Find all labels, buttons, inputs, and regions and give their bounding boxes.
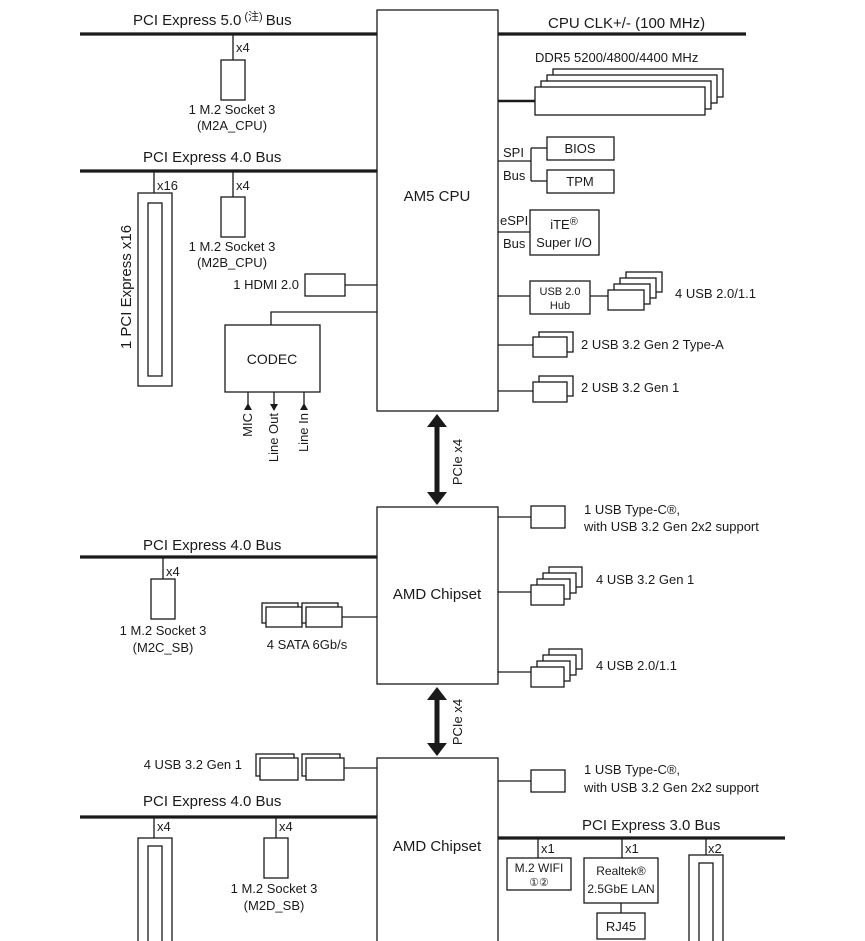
chipset1-usb2-port-stack: [530, 648, 583, 688]
m2a-lane-label: x4: [236, 40, 250, 55]
hdmi-port: [304, 273, 346, 297]
chipset1-usb3-port-stack: [530, 566, 583, 606]
mic-arrow-icon: [244, 403, 252, 410]
pcie5-bus-label: PCI Express 5.0(注)Bus: [133, 9, 292, 29]
pcie-link-2-label: PCIe x4: [450, 699, 465, 745]
rj45-port: [596, 912, 646, 940]
chipset2-typec-label-1: 1 USB Type-C®,: [584, 762, 680, 777]
ddr5-dimm-stack: [534, 68, 724, 116]
m2-wifi-slot: [506, 857, 572, 891]
cpu-gen1-label: 2 USB 3.2 Gen 1: [581, 380, 679, 395]
m2b-label-1: 1 M.2 Socket 3: [189, 239, 276, 254]
rj45-label: RJ45: [606, 919, 636, 934]
codec-link: [270, 311, 377, 325]
tpm-label: TPM: [566, 174, 593, 189]
chipset2-typec-port: [530, 769, 566, 793]
gen2a-label: 2 USB 3.2 Gen 2 Type-A: [581, 337, 724, 352]
cpu-clk-label: CPU CLK+/- (100 MHz): [548, 15, 705, 32]
m2a-label-1: 1 M.2 Socket 3: [189, 102, 276, 117]
lan-label-2: 2.5GbE LAN: [587, 882, 654, 896]
pcie-x16-label: 1 PCI Express x16: [118, 225, 135, 349]
chipset1-label: AMD Chipset: [393, 586, 482, 603]
lan-chip: [583, 857, 659, 904]
chipset2-usb3-port-group: [255, 753, 345, 781]
codec-chip: [224, 324, 321, 393]
chipset2-box: [376, 757, 499, 941]
pcie4-chipset2-bus-label: PCI Express 4.0 Bus: [143, 793, 281, 810]
lan-lane-label: x1: [625, 841, 639, 856]
m2-wifi-label: M.2 WIFI: [515, 861, 564, 875]
espi-bus-label: Bus: [503, 236, 526, 251]
espi-label: eSPI: [500, 213, 528, 228]
tpm-chip: [546, 169, 615, 194]
m2d-label-1: 1 M.2 Socket 3: [231, 881, 318, 896]
chipset1-typec-port: [530, 505, 566, 529]
gen2a-port-stack: [532, 331, 574, 358]
cpu-gen1-port-stack: [532, 375, 574, 403]
spi-bus-label: Bus: [503, 168, 526, 183]
pcie-link-1-arrow-up-icon: [427, 414, 447, 427]
cpu-usb2-port-stack: [607, 271, 663, 311]
chipset2-pcie-slot-inner: [147, 845, 163, 941]
line-in-arrow-icon: [300, 403, 308, 410]
pcie4-cpu-bus-label: PCI Express 4.0 Bus: [143, 149, 281, 166]
chipset1-usb2-label: 4 USB 2.0/1.1: [596, 658, 677, 673]
m2d-lane-label: x4: [279, 819, 293, 834]
codec-label: CODEC: [247, 351, 298, 367]
pcie-link-2-arrow-down-icon: [427, 743, 447, 756]
usb2-hub-label-2: Hub: [550, 300, 570, 312]
cpu-usb2-label: 4 USB 2.0/1.1: [675, 286, 756, 301]
ite-label: iTE®: [550, 216, 578, 232]
usb2-hub: [529, 280, 591, 315]
chipset1-usb3-label: 4 USB 3.2 Gen 1: [596, 572, 694, 587]
m2b-label-2: (M2B_CPU): [197, 255, 267, 270]
superio-label: Super I/O: [536, 235, 592, 250]
chipset1-typec-label-2: with USB 3.2 Gen 2x2 support: [583, 519, 759, 534]
sata-port-group: [261, 602, 343, 628]
m2b-socket: [220, 196, 246, 238]
line-in-label: Line In: [296, 413, 311, 452]
chipset2-typec-label-2: with USB 3.2 Gen 2x2 support: [583, 780, 759, 795]
line-out-label: Line Out: [266, 413, 281, 463]
chipset1-box: [376, 506, 499, 685]
hdmi-label: 1 HDMI 2.0: [233, 277, 299, 292]
pcie-x2-slot-inner: [698, 862, 714, 941]
usb2-hub-label-1: USB 2.0: [540, 286, 581, 298]
spi-label: SPI: [503, 145, 524, 160]
lan-label-1: Realtek®: [596, 864, 646, 878]
m2c-label-2: (M2C_SB): [133, 640, 194, 655]
sata-label: 4 SATA 6Gb/s: [267, 637, 348, 652]
cpu-label: AM5 CPU: [404, 188, 471, 205]
bios-label: BIOS: [564, 141, 595, 156]
m2d-label-2: (M2D_SB): [244, 898, 305, 913]
bios-chip: [546, 136, 615, 161]
slot-x2-lane-label: x2: [708, 841, 722, 856]
wifi-lane-label: x1: [541, 841, 555, 856]
m2-wifi-note: ①②: [529, 877, 549, 889]
m2d-socket: [263, 837, 289, 879]
superio-chip: [529, 209, 600, 256]
m2a-label-2: (M2A_CPU): [197, 118, 267, 133]
pcie4-chipset1-bus-label: PCI Express 4.0 Bus: [143, 537, 281, 554]
pcie-link-1-arrow-down-icon: [427, 492, 447, 505]
m2c-lane-label: x4: [166, 564, 180, 579]
m2b-lane-label: x4: [236, 178, 250, 193]
pcie3-bus-label: PCI Express 3.0 Bus: [582, 817, 720, 834]
chipset2-label: AMD Chipset: [393, 838, 482, 855]
cpu-box: [376, 9, 499, 412]
pcie-link-2-arrow-up-icon: [427, 687, 447, 700]
m2c-socket: [150, 578, 176, 620]
line-out-arrow-icon: [270, 404, 278, 411]
m2a-socket: [220, 59, 246, 101]
pcie-x16-slot-inner: [147, 202, 163, 377]
ddr5-label: DDR5 5200/4800/4400 MHz: [535, 50, 698, 65]
chipset1-typec-label-1: 1 USB Type-C®,: [584, 502, 680, 517]
chipset2-usb3-label: 4 USB 3.2 Gen 1: [144, 757, 242, 772]
pcie-link-1-label: PCIe x4: [450, 439, 465, 485]
m2c-label-1: 1 M.2 Socket 3: [120, 623, 207, 638]
mic-label: MIC: [240, 413, 255, 437]
x16-lane-label: x16: [157, 178, 178, 193]
chipset2-slot-lane-label: x4: [157, 819, 171, 834]
